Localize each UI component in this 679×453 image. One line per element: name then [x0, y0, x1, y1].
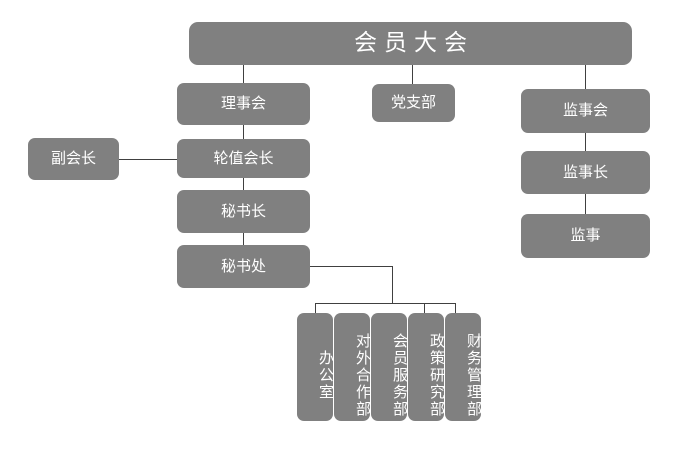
connector-secretariat-bus-out — [310, 266, 393, 267]
node-label: 会员服务部 — [391, 332, 409, 418]
node-label: 政策研究部 — [428, 332, 446, 418]
node-label: 监事会 — [562, 101, 608, 120]
connector-bus-to-office — [315, 303, 316, 313]
connector-supervisory-board-to-chief-supervisor — [585, 133, 586, 151]
connector-rotating-president-to-secretary-general — [243, 178, 244, 190]
node-label: 秘书长 — [220, 201, 266, 220]
node-rotating-president[interactable]: 轮值会长 — [177, 139, 310, 178]
node-secretariat[interactable]: 秘书处 — [177, 245, 310, 288]
connector-board-to-rotating-president — [243, 125, 244, 139]
node-label: 对外合作部 — [354, 332, 372, 418]
connector-chief-supervisor-to-supervisor — [585, 194, 586, 214]
node-department-financial-management[interactable]: 财务管理部 — [445, 313, 483, 421]
connector-secretary-general-to-secretariat — [243, 233, 244, 245]
node-department-office[interactable]: 办公室 — [297, 313, 335, 421]
connector-bus-to-policy-research — [424, 303, 425, 313]
node-label: 监事 — [570, 226, 601, 245]
connector-vice-president-to-rotating-president — [119, 159, 177, 160]
node-chief-supervisor[interactable]: 监事长 — [521, 151, 650, 194]
node-department-policy-research[interactable]: 政策研究部 — [408, 313, 446, 421]
connector-root-to-board — [243, 65, 244, 83]
connector-root-to-supervisory-board — [585, 65, 586, 89]
node-label: 财务管理部 — [465, 332, 483, 418]
connector-root-to-party-branch — [412, 65, 413, 84]
node-secretary-general[interactable]: 秘书长 — [177, 190, 310, 233]
node-label: 理事会 — [220, 94, 266, 113]
node-vice-president[interactable]: 副会长 — [28, 138, 119, 180]
node-party-branch[interactable]: 党支部 — [372, 84, 455, 122]
node-label: 党支部 — [390, 93, 436, 112]
node-label: 秘书处 — [220, 256, 266, 275]
node-supervisory-board[interactable]: 监事会 — [521, 89, 650, 133]
connector-secretariat-bus-drop — [392, 266, 393, 303]
node-supervisor[interactable]: 监事 — [521, 214, 650, 258]
node-label: 轮值会长 — [213, 148, 274, 167]
node-label: 办公室 — [317, 349, 335, 401]
connector-department-bus — [315, 303, 455, 304]
connector-bus-to-finance — [455, 303, 456, 313]
node-board-of-directors[interactable]: 理事会 — [177, 83, 310, 125]
node-root-members-assembly[interactable]: 会员大会 — [189, 22, 632, 65]
node-department-external-cooperation[interactable]: 对外合作部 — [334, 313, 372, 421]
node-label: 监事长 — [562, 162, 608, 181]
node-label: 副会长 — [50, 149, 96, 168]
node-department-member-services[interactable]: 会员服务部 — [371, 313, 409, 421]
node-label: 会员大会 — [354, 29, 474, 56]
